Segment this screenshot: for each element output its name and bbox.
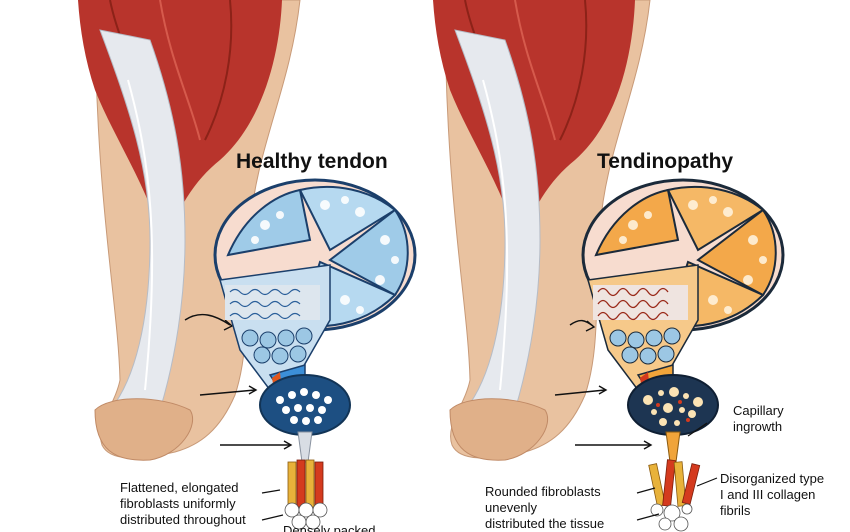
capillary-label: Capillary ingrowth xyxy=(733,403,784,434)
heel xyxy=(449,398,549,461)
fibroblast-label: Flattened, elongated fibroblasts uniform… xyxy=(120,480,246,527)
rounded-fibroblast-label: Rounded fibroblasts unevenly distributed… xyxy=(485,484,605,531)
collagen-label: Disorganized type I and III collagen fib… xyxy=(720,471,825,518)
densely-packed-label: Densely packed xyxy=(283,523,376,532)
collagen-bundle xyxy=(627,374,719,436)
tendinopathy-illustration xyxy=(433,0,785,532)
panel-title: Tendinopathy xyxy=(597,150,734,173)
fiber-zoom-funnel xyxy=(219,264,331,399)
tendinopathy-panel: Tendinopathy Capillary ingrowth Disorgan… xyxy=(425,0,850,532)
heel xyxy=(94,398,194,461)
panel-title: Healthy tendon xyxy=(236,150,388,173)
collagen-bundle xyxy=(259,374,351,436)
healthy-tendon-illustration xyxy=(78,0,417,530)
healthy-tendon-panel: Healthy tendon Flattened, elongated fibr… xyxy=(78,0,417,532)
fibril-bundle xyxy=(284,459,328,530)
fibril-bundle xyxy=(648,459,701,532)
